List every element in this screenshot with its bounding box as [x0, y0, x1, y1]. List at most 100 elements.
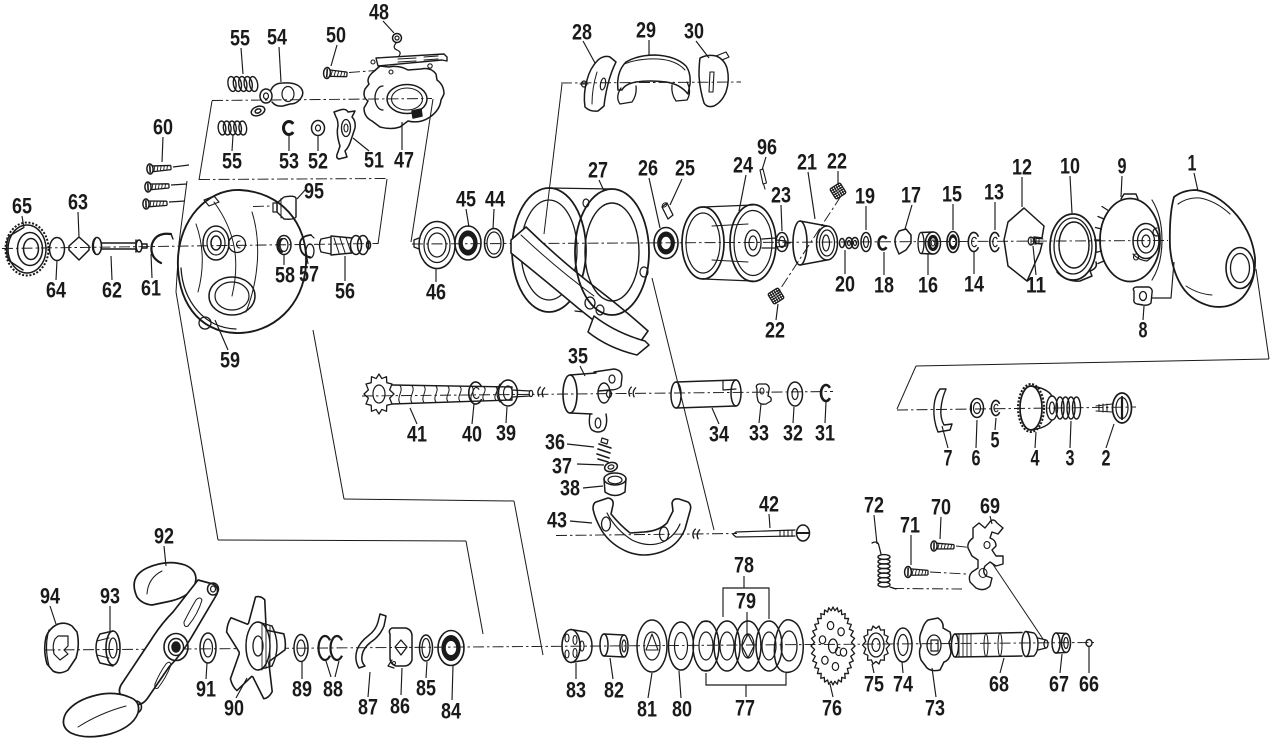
leader-line-27 [598, 179, 605, 192]
leader-line-4 [1034, 431, 1037, 449]
part-label-96: 96 [757, 135, 777, 160]
part-spring-55b-shape [233, 120, 243, 136]
part-drag-knob-4 [1017, 383, 1059, 433]
leader-line-44 [492, 208, 495, 230]
part-drag-stack-w4-shape [755, 620, 783, 672]
part-clip-57-shape [310, 234, 315, 239]
leader-line-7 [941, 425, 949, 449]
part-click-pin-62 [91, 236, 148, 256]
part-clutch-screw-cap-65-shape [4, 221, 50, 277]
part-spring-55b [217, 120, 248, 136]
part-washer-52-shape [310, 119, 326, 137]
part-clutch-tube-34 [670, 379, 742, 409]
part-washers-20-shape [850, 236, 860, 250]
part-clutch-lever-54-shape [254, 108, 262, 114]
part-cam-86-shape [387, 659, 395, 669]
part-label-43: 43 [547, 508, 567, 533]
part-side-cover-1 [1168, 189, 1256, 308]
part-clutch-lever-54 [250, 82, 304, 117]
part-screw-60-3-shape-shape [142, 198, 150, 210]
part-inner-cover-9-shape [1132, 253, 1140, 261]
part-drag-stack-w4 [755, 620, 783, 672]
part-kick-plate-47-shape [363, 65, 445, 130]
part-label-69: 69 [980, 494, 1000, 519]
part-side-cover-1-shape [1225, 246, 1255, 290]
part-bushing-39-shape [502, 385, 514, 401]
part-side-cover-1-shape [1177, 197, 1231, 215]
part-sleeve-82-shape [599, 633, 609, 657]
part-screw-42-shape [779, 529, 793, 537]
part-clutch-shaft-68 [950, 630, 1049, 658]
part-spring-55a-shape [227, 75, 237, 93]
part-clutch-cam-35 [562, 368, 623, 433]
part-spool-24 [681, 203, 791, 283]
part-handle-assembly-92-shape [167, 637, 185, 657]
part-screw-60-3-shape-shape [149, 200, 165, 207]
part-drag-stack-w2 [713, 620, 741, 672]
part-roller-clutch-16-shape [924, 231, 942, 255]
part-worm-shaft-41 [363, 373, 534, 415]
part-washer-91-shape [202, 638, 214, 658]
leader-line-40 [471, 403, 475, 425]
part-screw-70-shape-shape [937, 543, 953, 550]
part-clutch-lever-54-shape [262, 92, 270, 100]
part-bushing-39-shape [497, 379, 519, 407]
center-axis-line [776, 195, 842, 295]
part-drag-washer-80-shape [667, 621, 695, 671]
part-bushing-39-shape [496, 383, 501, 403]
part-drag-stack-w3-shape [734, 620, 762, 672]
part-clutch-lever-54-shape [250, 105, 266, 117]
part-label-55a: 55 [230, 26, 250, 51]
leader-line-31 [824, 401, 827, 424]
part-screw-60-2-shape-shape [144, 181, 152, 193]
part-washer-89-shape [296, 639, 306, 657]
part-label-48: 48 [369, 0, 389, 25]
part-bearing-45-shape [458, 230, 478, 256]
break-mark [628, 386, 637, 398]
part-washer-44-shape [486, 231, 502, 255]
part-spring-3-shape [1055, 396, 1065, 420]
leader-line-60 [161, 136, 164, 163]
part-label-93: 93 [100, 584, 120, 609]
part-ring-85-shape [418, 634, 434, 662]
part-drive-ring-10-shape [1049, 213, 1097, 281]
part-screw-70-shape [930, 540, 955, 552]
part-gear-75-shape [871, 637, 881, 653]
part-washer-23 [775, 231, 789, 253]
part-washer-58-shape [277, 238, 283, 253]
part-retainer-83-shape [564, 633, 570, 643]
part-side-plate-59-shape [305, 243, 315, 259]
part-clutch-tube-34-shape [722, 380, 737, 391]
leader-line-57 [305, 251, 309, 265]
part-screw-71 [903, 565, 929, 579]
part-label-1: 1 [1188, 151, 1197, 176]
part-brake-block-22b-shape-shape [768, 288, 784, 304]
part-roller-clutch-16-shape [917, 231, 925, 255]
leader-line-48 [382, 20, 395, 34]
part-clutch-yoke-43-shape [606, 512, 681, 546]
part-screw-60-3 [142, 198, 168, 210]
part-worm-shaft-41-shape [398, 385, 498, 404]
leader-line-43 [569, 520, 593, 524]
part-sleeve-82-shape [603, 633, 625, 658]
part-pin-25-shape [661, 202, 674, 220]
part-spool-24-shape [744, 229, 762, 257]
part-retainer-83 [561, 628, 593, 664]
leader-line-33 [758, 403, 762, 424]
part-kick-yoke-69-shape [967, 519, 1004, 591]
part-bushing-67-shape [1063, 636, 1069, 650]
leader-line-82 [609, 657, 614, 680]
part-worm-shaft-41-shape [528, 389, 534, 398]
part-drag-stack-w3 [734, 620, 762, 672]
part-kick-lever-51-shape [340, 118, 352, 138]
part-cast-control-cap-21-shape [799, 220, 828, 266]
part-clutch-cam-35-shape [597, 382, 611, 404]
leader-line-91 [205, 662, 208, 680]
part-spring-55a [227, 75, 259, 93]
part-cast-control-cap-21-shape [818, 229, 836, 257]
part-brake-block-22a-shape [829, 182, 847, 200]
part-label-17: 17 [901, 183, 921, 208]
part-screw-11-shape [1030, 236, 1044, 246]
break-mark-shape [692, 528, 701, 540]
part-kick-lever-51-shape [333, 108, 356, 160]
